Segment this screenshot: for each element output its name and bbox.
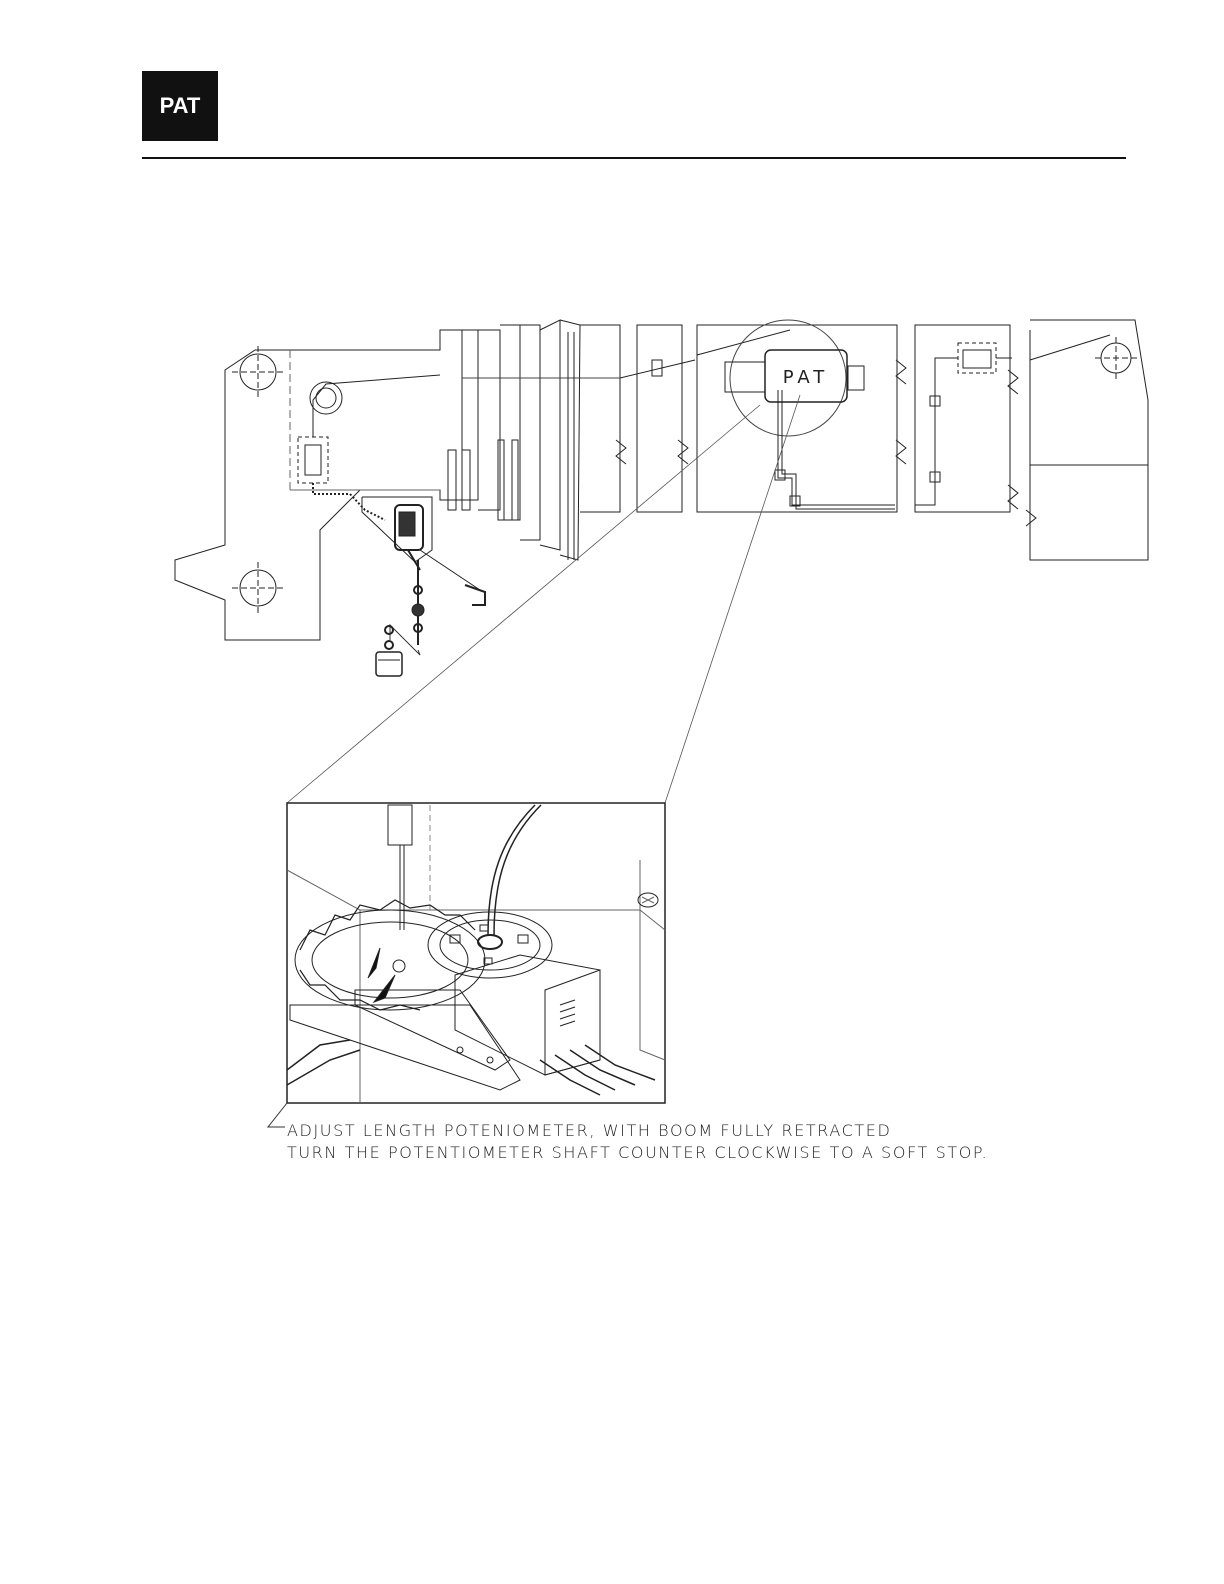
potentiometer-detail-view — [268, 803, 665, 1127]
caption-line-1: ADJUST LENGTH POTENIOMETER, WITH BOOM FU… — [287, 1120, 988, 1142]
pat-box-label: PAT — [783, 367, 830, 388]
callout-lines — [287, 395, 800, 803]
boom-head-sections — [915, 320, 1148, 560]
caption-line-2: TURN THE POTENTIOMETER SHAFT COUNTER CLO… — [287, 1142, 988, 1164]
instruction-caption: ADJUST LENGTH POTENIOMETER, WITH BOOM FU… — [287, 1120, 988, 1164]
boom-center-section — [697, 320, 906, 512]
boom-telescopic-sections — [448, 320, 695, 560]
boom-base-section — [175, 330, 485, 676]
